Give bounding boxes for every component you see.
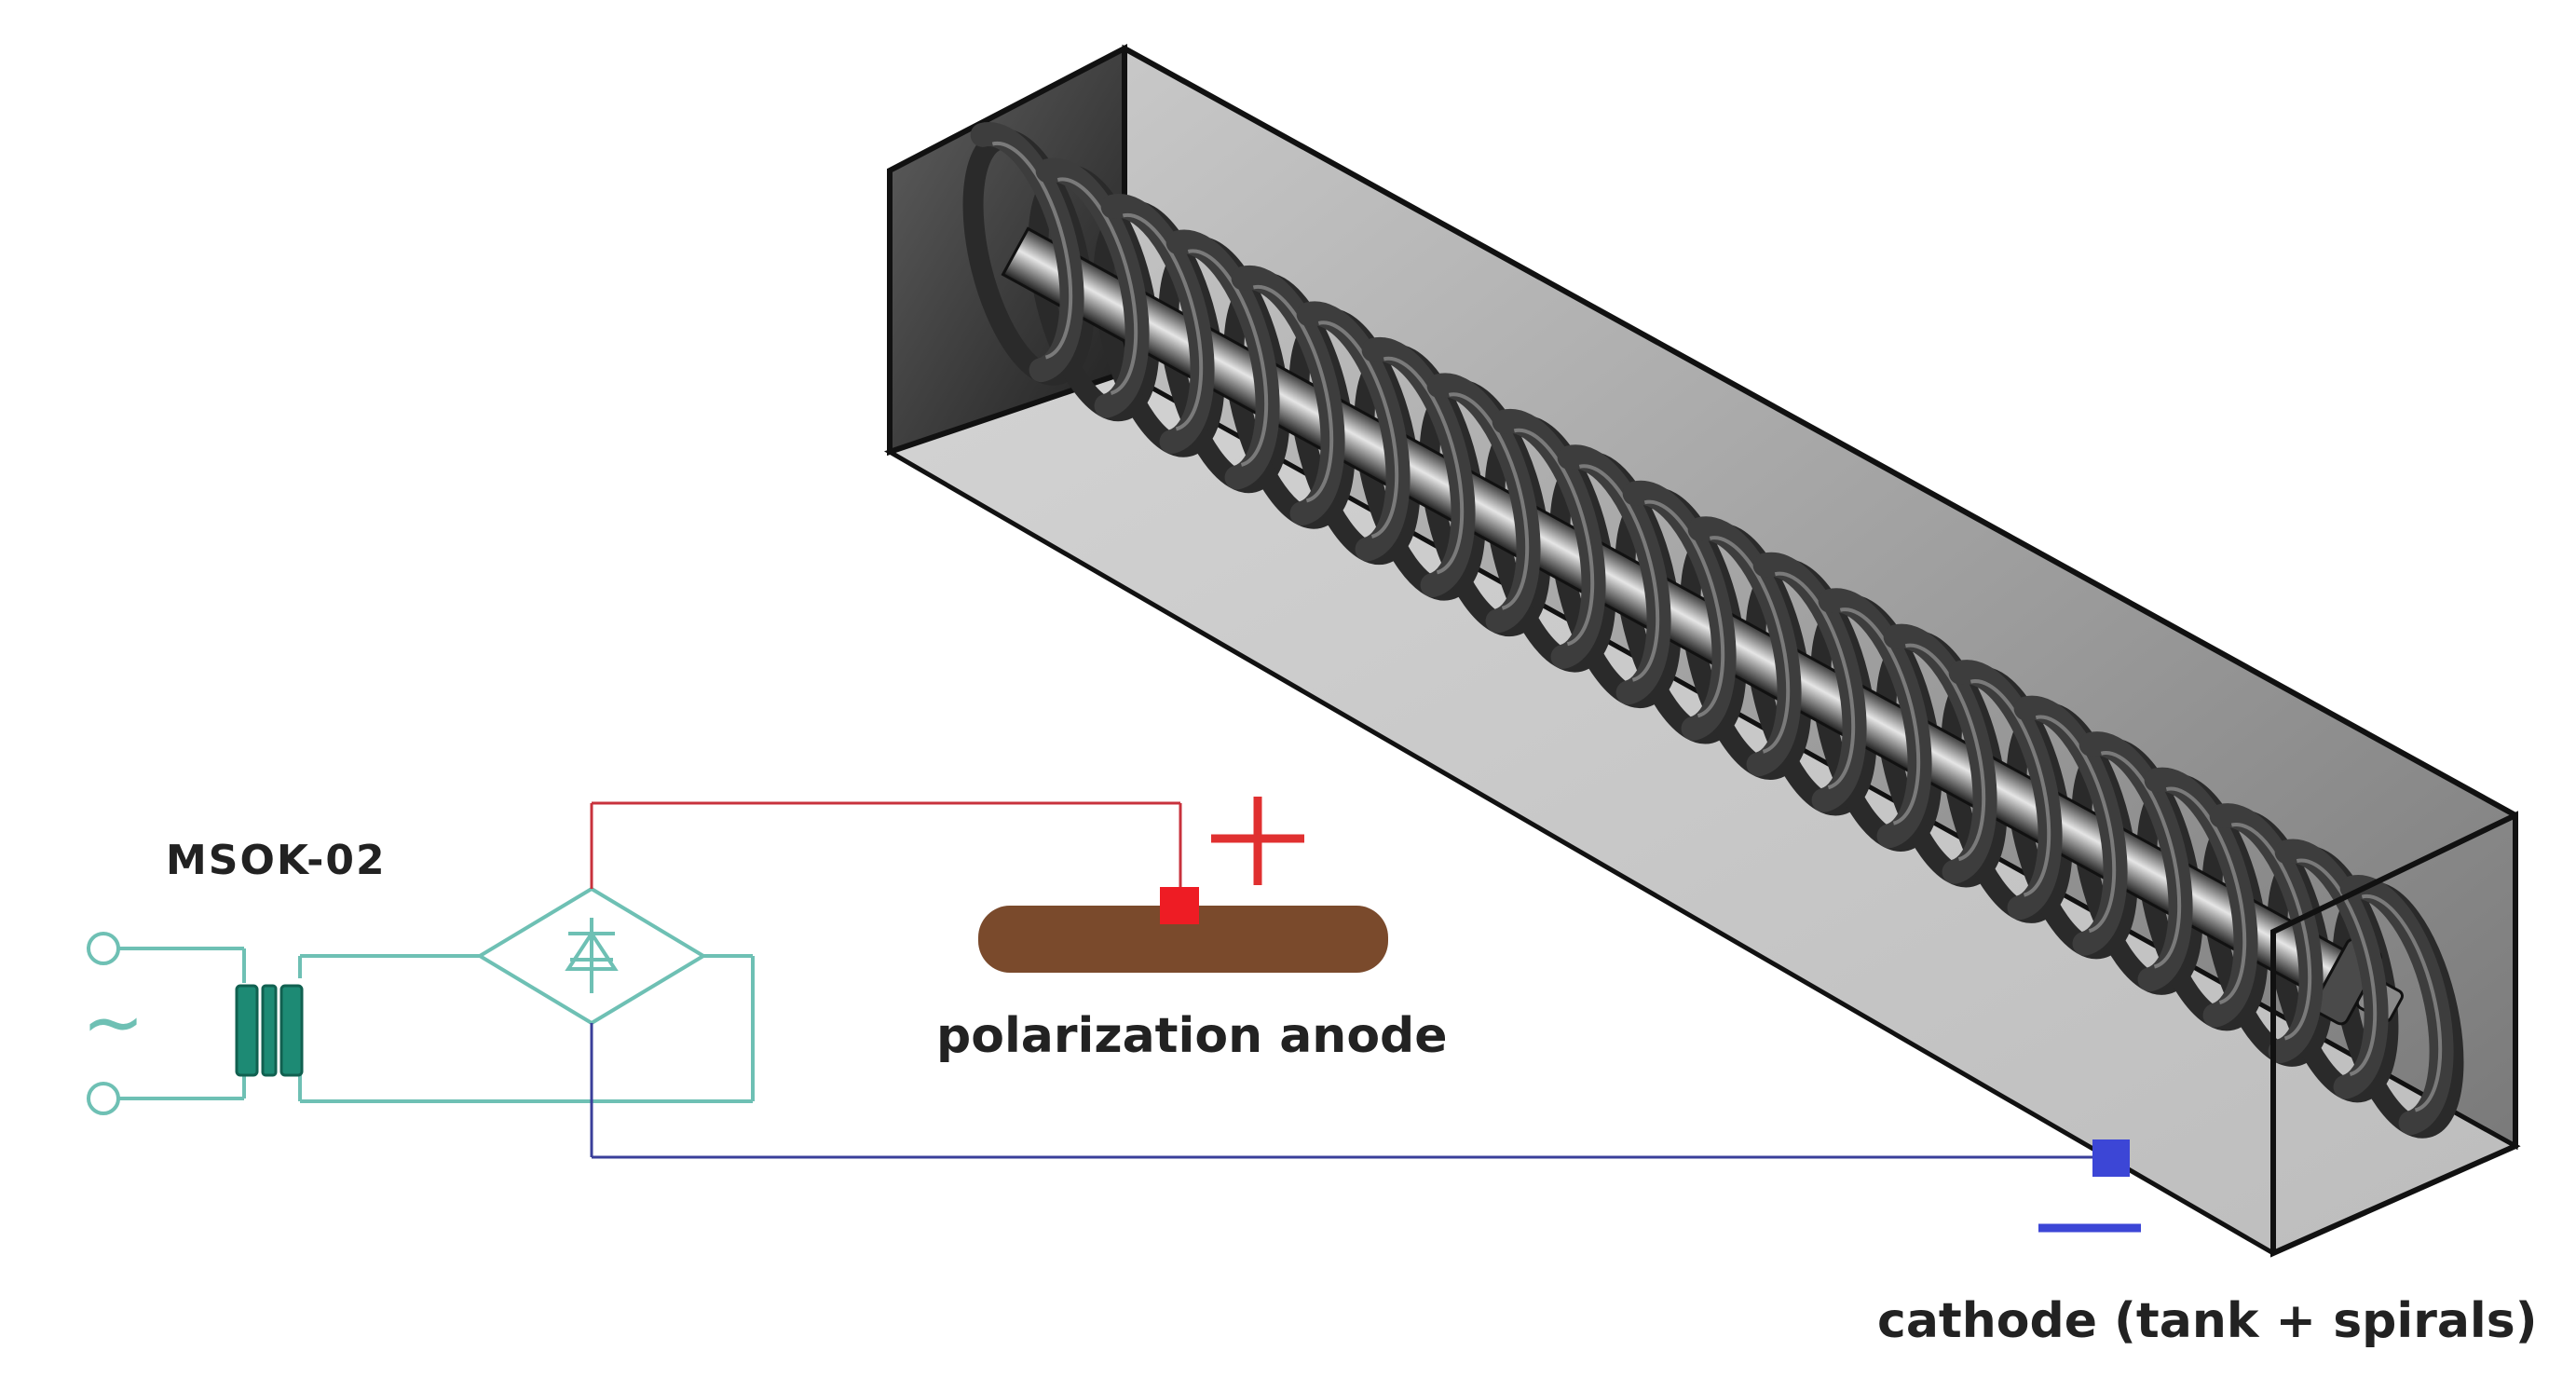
- spiral-highlight: [1122, 212, 1204, 431]
- negative-wire: [590, 1023, 2107, 1159]
- spiral-highlight: [1448, 392, 1530, 610]
- spiral-highlight: [2361, 894, 2443, 1112]
- positive-sign: [1211, 797, 1304, 885]
- spiral-highlight: [1383, 356, 1465, 575]
- spiral-highlight: [1056, 177, 1138, 395]
- spiral-highlight: [2100, 751, 2182, 969]
- spiral-highlight: [1904, 643, 1986, 862]
- ac-terminal-top: [87, 932, 120, 965]
- cathode-terminal: [2092, 1139, 2130, 1177]
- spiral-highlight: [1969, 679, 2051, 897]
- spiral-highlight: [1317, 321, 1399, 539]
- spiral-highlight: [2296, 858, 2378, 1076]
- transformer-icon: [235, 984, 304, 1077]
- anode-plate: [978, 906, 1388, 973]
- tank-with-spirals: [883, 44, 2521, 1258]
- cathode-label: cathode (tank + spirals): [1877, 1293, 2538, 1349]
- spiral-highlight: [1252, 284, 1334, 503]
- positive-wire: [590, 801, 1182, 894]
- spiral-highlight: [1709, 536, 1791, 754]
- ac-terminal-bottom: [87, 1082, 120, 1115]
- anode-terminal: [1160, 887, 1199, 924]
- spiral-highlight: [2165, 786, 2247, 1005]
- spiral-highlight: [1578, 464, 1660, 682]
- power-supply-circuit: [87, 886, 755, 1115]
- ac-source-symbol: ~: [82, 979, 144, 1066]
- device-label: MSOK-02: [166, 837, 387, 884]
- spiral-highlight: [1774, 571, 1856, 790]
- spiral-highlight: [1643, 499, 1725, 718]
- tank-rim: [1123, 46, 2517, 818]
- auger-spirals: [962, 122, 2464, 1139]
- tank-right-end: [2270, 811, 2518, 1258]
- spiral-highlight: [1839, 607, 1921, 825]
- spiral-highlight: [1187, 249, 1269, 467]
- spiral-highlight: [991, 141, 1073, 360]
- diode-symbol: [565, 918, 619, 993]
- spiral-highlight: [1513, 428, 1595, 647]
- spiral-highlight: [2035, 715, 2117, 934]
- anode-label: polarization anode: [936, 1008, 1448, 1064]
